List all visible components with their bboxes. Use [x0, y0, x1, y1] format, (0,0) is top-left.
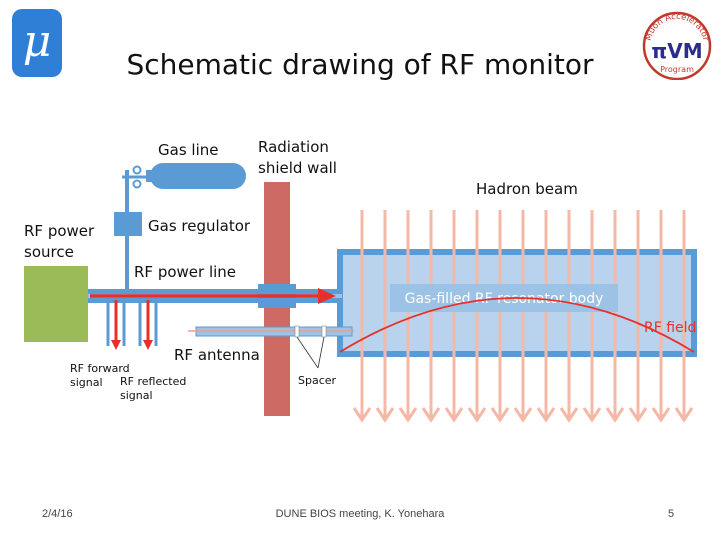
beam-arrow-head [651, 407, 671, 423]
logo-ring [642, 11, 712, 80]
rf-field-curve [339, 297, 695, 353]
spacer-label: Spacer [298, 374, 337, 387]
beam-arrow-head [398, 407, 418, 423]
gas-regulator-label: Gas regulator [148, 217, 251, 235]
footer-center: DUNE BIOS meeting, K. Yonehara [275, 508, 445, 520]
rf-power-line-label: RF power line [134, 263, 236, 281]
spacer-pointer [317, 336, 325, 369]
gas-bottle-neck [146, 170, 154, 182]
beam-arrow-head [352, 407, 372, 423]
forward-signal-arrow-head [111, 340, 121, 350]
gas-valve-top [132, 165, 142, 175]
footer-date: 2/4/16 [42, 508, 73, 520]
rf-reflected-label-2: signal [120, 389, 153, 402]
beam-arrow-head [605, 407, 625, 423]
slide-title: Schematic drawing of RF monitor [126, 48, 594, 81]
mu-logo-glyph: μ [22, 16, 52, 67]
beam-arrow-head [375, 407, 395, 423]
spacer-marker [294, 325, 300, 338]
logo-bottom-text: Program [660, 65, 694, 74]
rf-power-source-label-2: source [24, 243, 74, 261]
radiation-shield-label-1: Radiation [258, 138, 329, 156]
map-program-logo: Muon Accelerator πVM Program [642, 11, 712, 80]
logo-glyphs: πVM [651, 39, 702, 63]
beam-arrow-head [490, 407, 510, 423]
beam-arrow-head [628, 407, 648, 423]
beam-arrow-head [674, 407, 694, 423]
hadron-beam-label: Hadron beam [476, 180, 578, 198]
beam-arrow-head [444, 407, 464, 423]
gas-bottle [150, 163, 246, 189]
rf-antenna-label: RF antenna [174, 346, 260, 364]
beam-arrow-head [559, 407, 579, 423]
beam-arrow-head [582, 407, 602, 423]
rf-reflected-label-1: RF reflected [120, 375, 186, 388]
forward-coupler [106, 303, 126, 346]
reflected-coupler [138, 303, 158, 346]
rf-forward-label-2: signal [70, 376, 103, 389]
beam-arrow-head [467, 407, 487, 423]
footer-page-number: 5 [668, 508, 675, 520]
rf-power-source-label-1: RF power [24, 222, 95, 240]
gas-valve-bottom [132, 179, 142, 189]
hadron-beam-arrows [352, 210, 694, 423]
reflected-signal-arrow-head [143, 340, 153, 350]
gas-line-label: Gas line [158, 141, 218, 159]
gas-regulator-box [114, 212, 142, 236]
rf-forward-label-1: RF forward [70, 362, 130, 375]
radiation-shield-label-2: shield wall [258, 159, 337, 177]
spacer-marker [321, 325, 327, 338]
beam-arrow-head [421, 407, 441, 423]
spacer-pointer [296, 336, 319, 369]
mu-logo: μ [12, 9, 62, 77]
rf-power-source-box [24, 266, 88, 342]
rf-field-label: RF field [644, 320, 696, 336]
beam-arrow-head [513, 407, 533, 423]
rf-forward-arrow-head [318, 288, 336, 304]
beam-arrow-head [536, 407, 556, 423]
